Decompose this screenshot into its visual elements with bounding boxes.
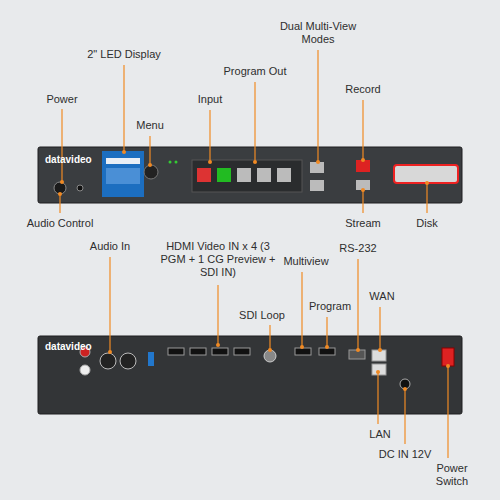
brand-logo: datavideo: [45, 340, 92, 353]
callout-label: HDMI Video IN x 4 (3 PGM + 1 CG Preview …: [160, 240, 276, 279]
callout-label: Program: [309, 300, 351, 313]
callout-label: Input: [198, 93, 222, 106]
callout-label: Dual Multi-View Modes: [275, 20, 361, 46]
callout-label: Power: [46, 93, 77, 106]
callout-label: RS-232: [339, 242, 376, 255]
callout-label: Multiview: [283, 255, 328, 268]
callout-label: Menu: [136, 119, 164, 132]
callout-label: Audio Control: [27, 217, 94, 230]
callout-label: Program Out: [224, 65, 287, 78]
callout-label: Stream: [345, 217, 380, 230]
callout-label: Power Switch: [424, 462, 480, 488]
callout-label: WAN: [369, 290, 394, 303]
brand-logo: datavideo: [45, 153, 92, 166]
callout-label: DC IN 12V: [379, 448, 432, 461]
callout-label: 2" LED Display: [87, 48, 161, 61]
callout-label: Disk: [416, 217, 437, 230]
callout-label: Record: [345, 83, 380, 96]
callout-label: Audio In: [90, 240, 130, 253]
callout-label: SDI Loop: [239, 309, 285, 322]
callout-label: LAN: [369, 428, 390, 441]
